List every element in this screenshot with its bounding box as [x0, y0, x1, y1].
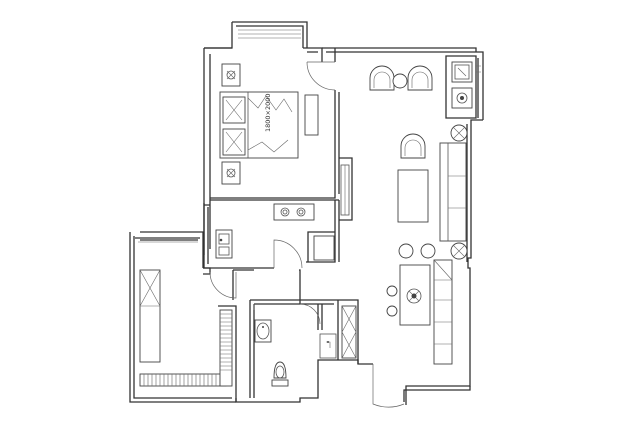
door-swings: [209, 61, 405, 408]
closet-left: [139, 269, 161, 363]
bathroom: [254, 319, 337, 387]
armchair-1: [369, 65, 395, 91]
bedroom: 1800×2000: [219, 63, 319, 185]
fridge: [313, 235, 335, 261]
sofa: [439, 142, 467, 242]
bar-stool-2: [420, 243, 436, 259]
armchair-2: [407, 65, 433, 91]
windows: [138, 29, 481, 243]
living-room: [341, 61, 473, 365]
hanging-rail-right: [219, 309, 233, 387]
dining-chair-2: [386, 305, 398, 317]
shoe-cabinet: [341, 305, 357, 359]
dining-table: [399, 264, 431, 326]
hanging-rail-bottom: [139, 373, 227, 387]
cabinet-tall: [433, 259, 453, 365]
kitchen: [215, 203, 335, 261]
bed-size-label: 1800×2000: [264, 93, 272, 132]
side-table: [392, 73, 408, 89]
bedroom-desk: [304, 94, 319, 136]
armchair-3: [400, 133, 426, 159]
bar-stool-1: [398, 243, 414, 259]
walk-in-wardrobe: [139, 269, 233, 387]
shower-area: [319, 333, 337, 359]
interior-walls: [203, 48, 359, 398]
toilet: [271, 361, 289, 387]
kitchen-counter-top: [273, 203, 315, 221]
double-bed: 1800×2000: [219, 91, 299, 159]
coffee-table: [397, 169, 429, 223]
dining-chair-1: [386, 285, 398, 297]
